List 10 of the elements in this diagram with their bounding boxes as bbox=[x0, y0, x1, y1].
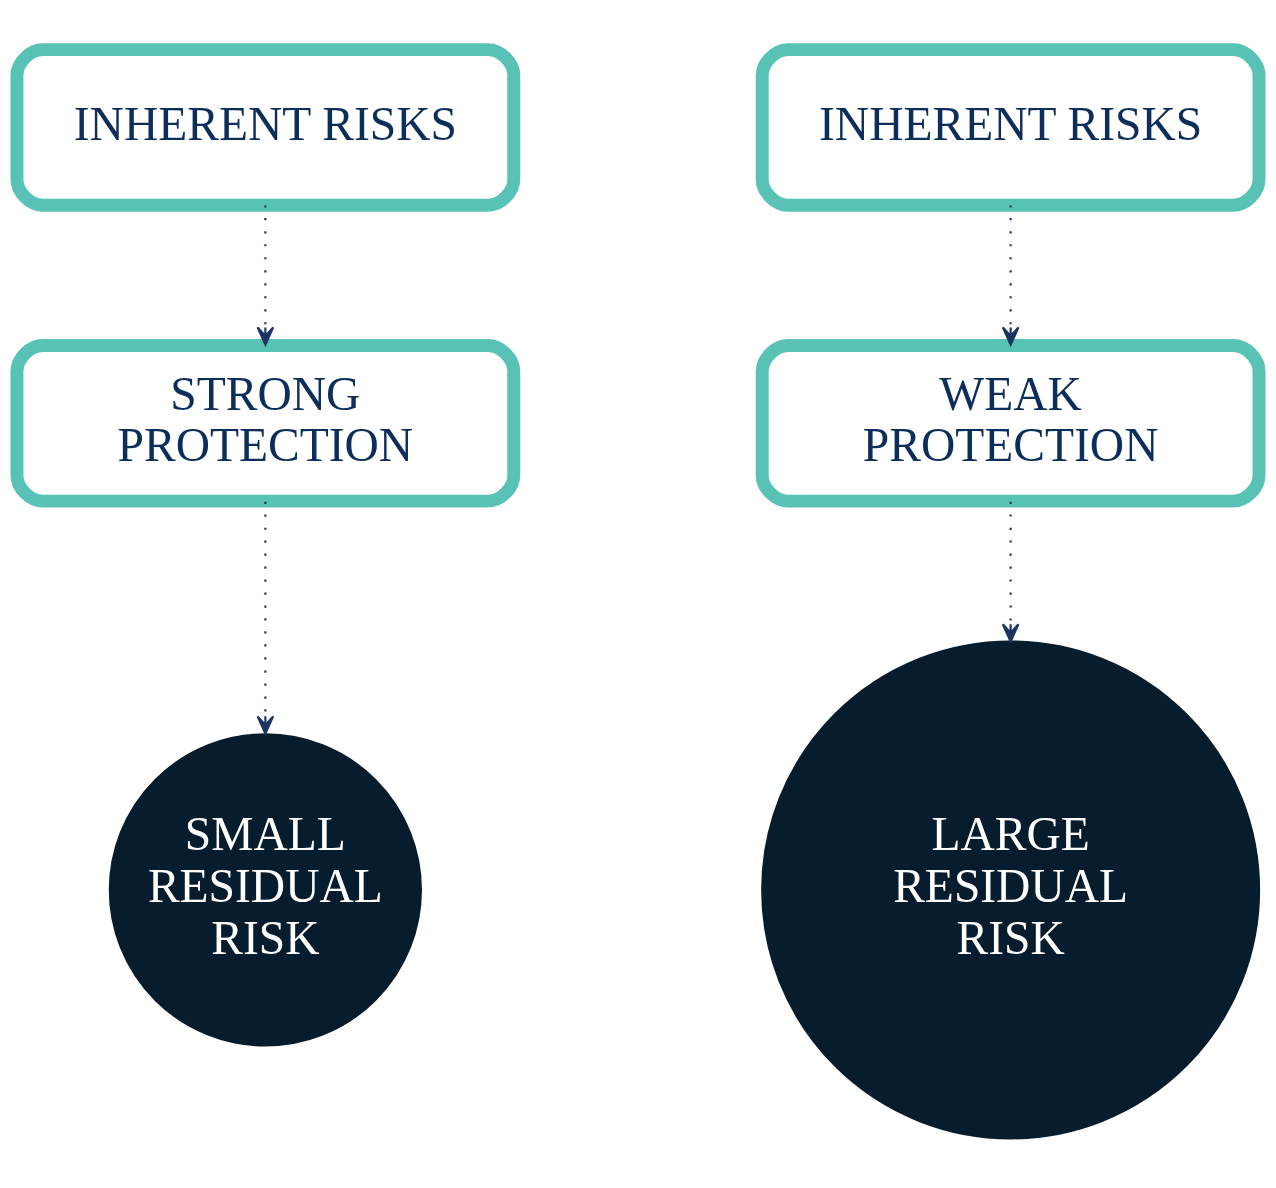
node-box: INHERENT RISKS bbox=[10, 43, 521, 212]
arrow bbox=[1001, 205, 1020, 346]
arrow bbox=[1001, 501, 1020, 643]
arrow bbox=[256, 205, 275, 346]
node-box: INHERENT RISKS bbox=[755, 43, 1266, 212]
node-circle: SMALL RESIDUAL RISK bbox=[108, 733, 422, 1047]
node-box: STRONG PROTECTION bbox=[10, 339, 521, 508]
node-circle: LARGE RESIDUAL RISK bbox=[761, 640, 1261, 1140]
node-box: WEAK PROTECTION bbox=[755, 339, 1266, 508]
arrow bbox=[256, 501, 275, 735]
